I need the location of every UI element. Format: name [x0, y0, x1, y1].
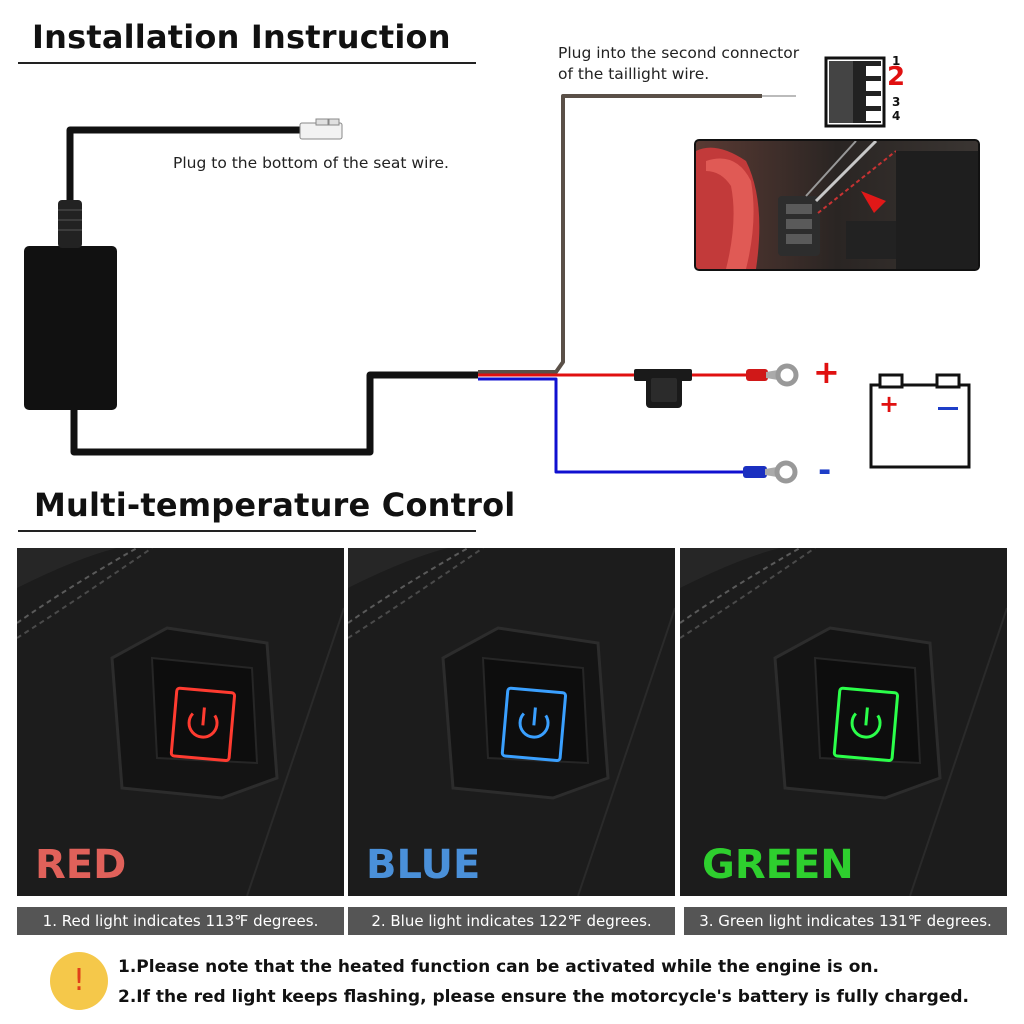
- positive-sign: +: [813, 353, 840, 391]
- taillight-note-line1: Plug into the second connector: [558, 44, 800, 62]
- pin-3-label: 3: [892, 95, 901, 109]
- seat-connector-icon: [299, 118, 343, 140]
- power-button-blue-icon: [500, 686, 568, 763]
- seat-wire: [66, 126, 308, 200]
- title-divider: [18, 62, 476, 64]
- note-line-2: 2.If the red light keeps flashing, pleas…: [118, 987, 969, 1007]
- taillight-connector-photo: [694, 139, 980, 271]
- positive-ring-terminal-icon: [746, 363, 799, 387]
- battery-minus-sign: [938, 407, 958, 410]
- connector-pinout-icon: [824, 56, 886, 128]
- power-button-green-icon: [832, 686, 900, 763]
- mode-caption-green: 3. Green light indicates 131℉ degrees.: [684, 907, 1007, 935]
- battery-plus-sign: +: [879, 390, 900, 418]
- installation-title: Installation Instruction: [32, 18, 451, 56]
- controller-box: [24, 246, 117, 410]
- warning-icon: !: [50, 952, 108, 1010]
- seat-wire-note: Plug to the bottom of the seat wire.: [173, 154, 449, 172]
- battery-icon: [869, 373, 971, 469]
- mode-caption-red: 1. Red light indicates 113℉ degrees.: [17, 907, 344, 935]
- switch-photo-blue: [348, 548, 675, 896]
- mode-caption-blue: 2. Blue light indicates 122℉ degrees.: [348, 907, 675, 935]
- mode-label-blue: BLUE: [366, 842, 481, 888]
- switch-photo-red: [17, 548, 344, 896]
- switch-photo-green: [680, 548, 1007, 896]
- multi-temp-title: Multi-temperature Control: [34, 486, 516, 524]
- warning-icon-glyph: !: [72, 963, 86, 998]
- pin-2-label: 2: [887, 62, 906, 92]
- taillight-wire: [478, 94, 762, 374]
- negative-ring-terminal-icon: [743, 460, 798, 484]
- mode-panel-green: [680, 548, 1007, 896]
- negative-wire: [478, 377, 745, 474]
- note-line-1: 1.Please note that the heated function c…: [118, 957, 879, 977]
- pin-1-label: 1: [892, 54, 901, 68]
- taillight-note-line2: of the taillight wire.: [558, 65, 710, 83]
- pin-4-label: 4: [892, 109, 901, 123]
- section-divider: [18, 530, 476, 532]
- fuse-holder-icon: [634, 369, 692, 408]
- mode-panel-blue: [348, 548, 675, 896]
- strain-relief: [58, 200, 82, 248]
- power-button-red-icon: [169, 686, 237, 763]
- mode-label-red: RED: [35, 842, 127, 888]
- power-wire: [70, 371, 478, 456]
- wiring-diagram: [24, 56, 971, 484]
- mode-label-green: GREEN: [702, 842, 854, 888]
- negative-sign: -: [818, 451, 832, 489]
- mode-panel-red: [17, 548, 344, 896]
